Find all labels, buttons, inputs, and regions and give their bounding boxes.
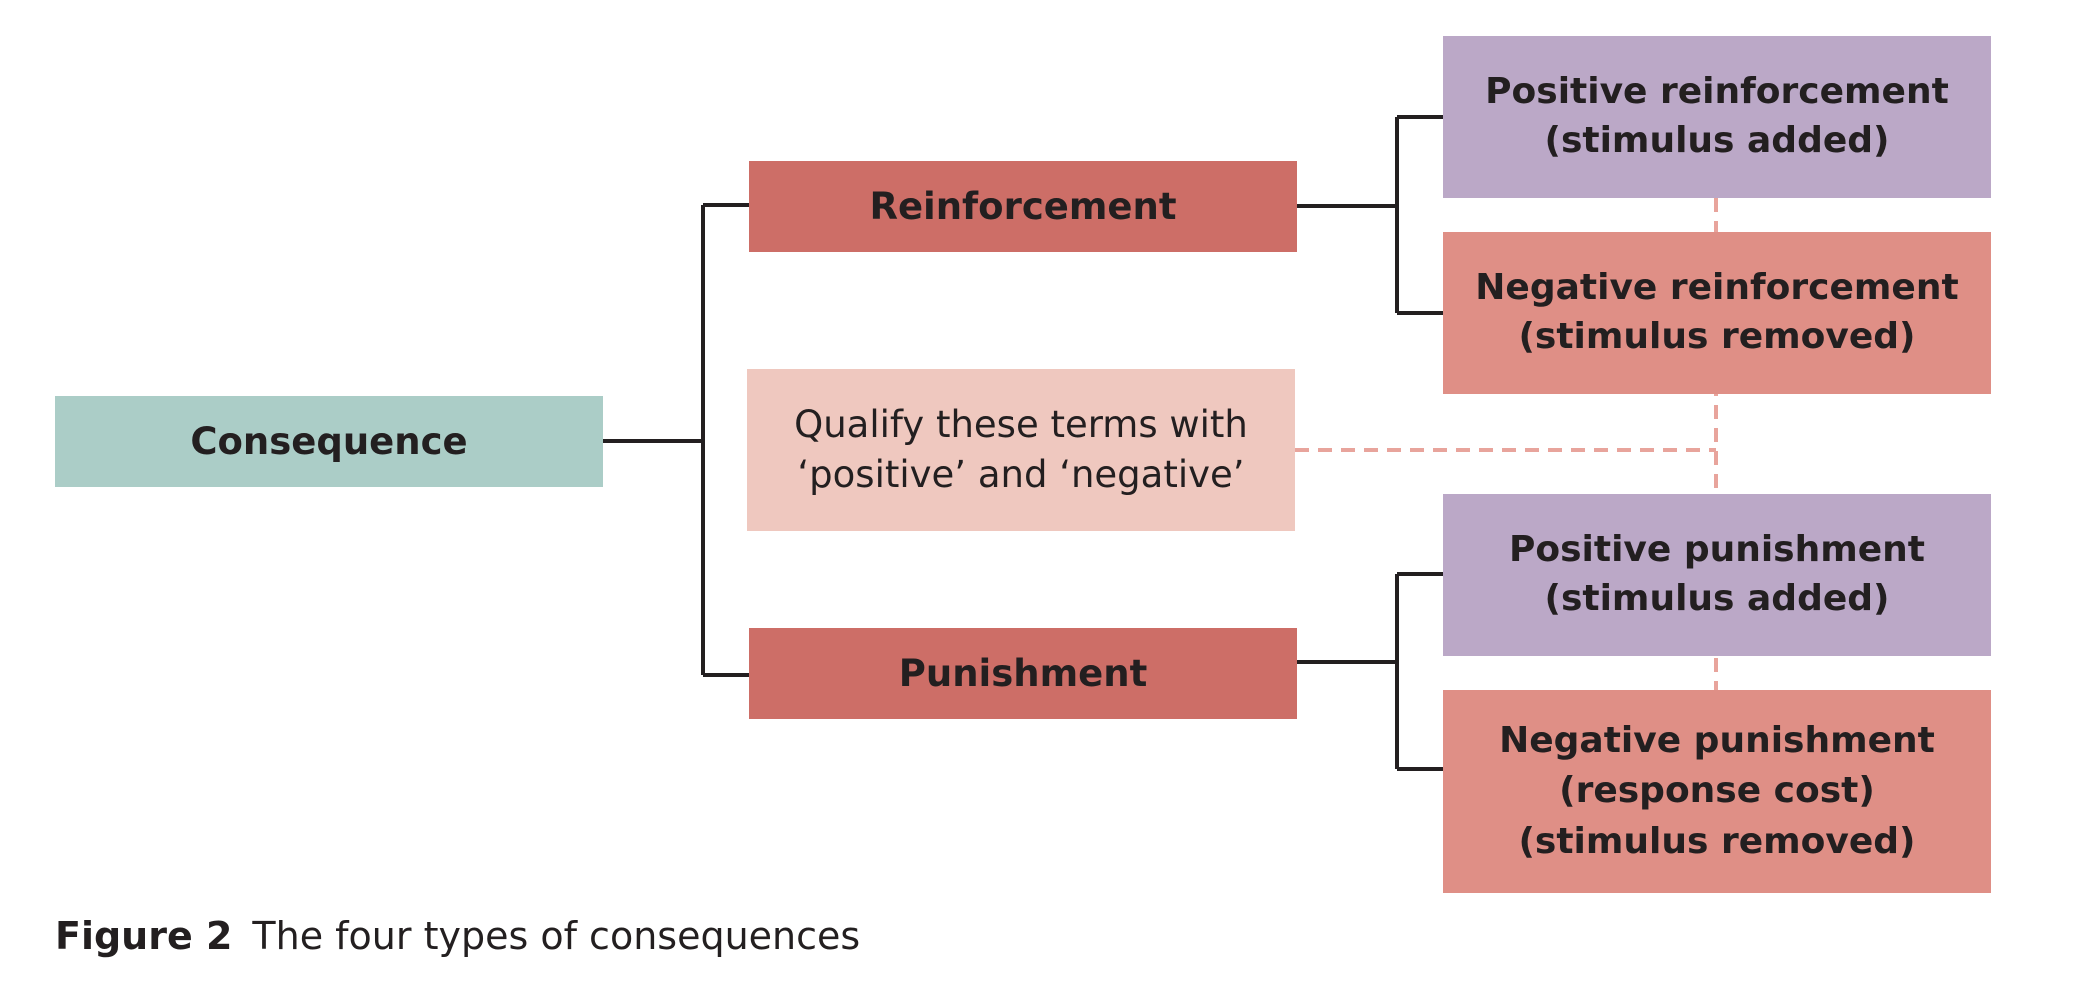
reinforcement-label: Reinforcement <box>869 184 1177 228</box>
connector-reinforcement-to-leaves <box>1297 115 1443 315</box>
positive-reinforcement-subtitle: (stimulus added) <box>1544 120 1890 161</box>
positive-reinforcement-node: Positive reinforcement (stimulus added) <box>1443 36 1991 198</box>
negative-punishment-subtitle-2: (stimulus removed) <box>1518 820 1916 862</box>
qualifier-note: Qualify these terms with ‘positive’ and … <box>747 369 1295 531</box>
positive-punishment-title: Positive punishment <box>1508 529 1926 571</box>
consequence-node: Consequence <box>55 396 603 487</box>
qualifier-line-1: Qualify these terms with <box>794 403 1248 447</box>
figure-caption-text: The four types of consequences <box>252 914 861 958</box>
connector-punishment-to-leaves <box>1297 572 1443 771</box>
negative-punishment-node: Negative punishment (response cost) (sti… <box>1443 690 1991 893</box>
connector-root-to-branches <box>603 203 749 677</box>
negative-punishment-title: Negative punishment <box>1499 719 1935 761</box>
reinforcement-node: Reinforcement <box>749 161 1297 252</box>
positive-reinforcement-title: Positive reinforcement <box>1485 71 1949 113</box>
positive-punishment-node: Positive punishment (stimulus added) <box>1443 494 1991 656</box>
qualifier-line-2: ‘positive’ and ‘negative’ <box>797 453 1245 496</box>
punishment-label: Punishment <box>898 651 1148 695</box>
negative-punishment-subtitle-1: (response cost) <box>1559 770 1875 812</box>
negative-reinforcement-node: Negative reinforcement (stimulus removed… <box>1443 232 1991 394</box>
figure-caption-label: Figure 2 <box>55 914 233 958</box>
punishment-node: Punishment <box>749 628 1297 719</box>
negative-reinforcement-subtitle: (stimulus removed) <box>1518 316 1916 357</box>
positive-punishment-subtitle: (stimulus added) <box>1544 578 1890 619</box>
consequence-label: Consequence <box>190 419 468 463</box>
figure-caption: Figure 2 The four types of consequences <box>55 914 860 958</box>
negative-reinforcement-title: Negative reinforcement <box>1475 267 1959 309</box>
